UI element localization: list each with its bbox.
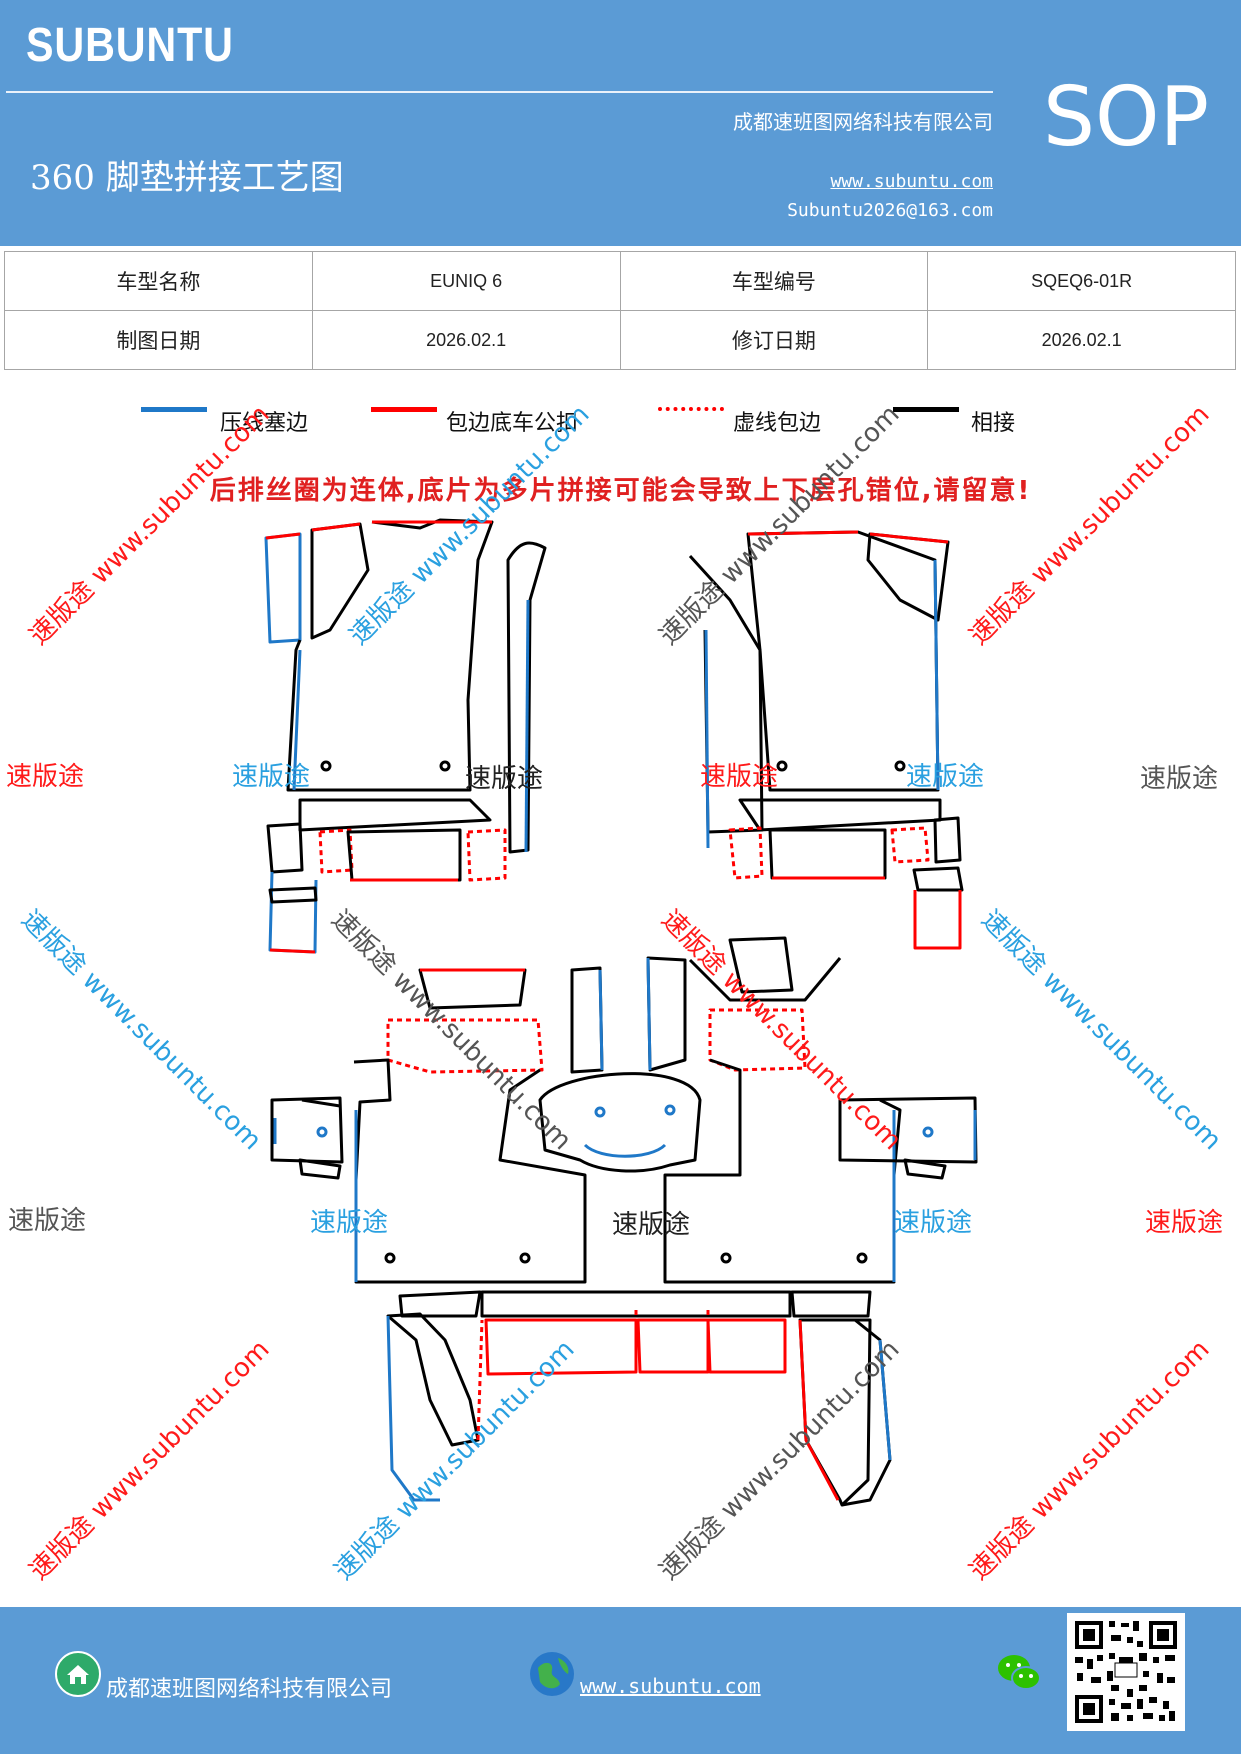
front-left-mat	[264, 518, 547, 954]
footer-company: 成都速班图网络科技有限公司	[106, 1677, 393, 1702]
warning-text: 后排丝圈为连体,底片为多片拼接可能会导致上下层孔错位,请留意!	[209, 476, 1032, 506]
website-link[interactable]: www.subuntu.com	[830, 171, 993, 192]
info-table: 车型名称 EUNIQ 6 车型编号 SQEQ6-01R 制图日期 2026.02…	[4, 251, 1236, 370]
footer-website-link[interactable]: www.subuntu.com	[580, 1674, 761, 1698]
watermark: 速版途	[1145, 1208, 1224, 1238]
watermark: 速版途	[700, 762, 779, 792]
legend-label: 相接	[971, 411, 1016, 436]
revise-date-value: 2026.02.1	[927, 310, 1236, 370]
legend: 压线塞边 包边底车公扣 虚线包边 相接	[0, 397, 1241, 437]
company-name: 成都速班图网络科技有限公司	[733, 110, 993, 134]
legend-swatch-dotted	[658, 407, 724, 411]
model-code-value: SQEQ6-01R	[927, 251, 1236, 311]
watermark: 速版途	[6, 762, 85, 792]
watermark: 速版途	[612, 1210, 691, 1240]
watermark: 速版途	[465, 764, 544, 794]
legend-label: 压线塞边	[220, 411, 309, 436]
table-row: 车型名称 EUNIQ 6 车型编号 SQEQ6-01R	[4, 251, 1236, 311]
model-name-label: 车型名称	[4, 251, 313, 311]
draw-date-label: 制图日期	[4, 310, 313, 370]
sop-badge: SOP	[1043, 70, 1210, 165]
qr-code	[1067, 1613, 1185, 1731]
page-title: 360 脚垫拼接工艺图	[30, 158, 344, 198]
brand-logo: SUBUNTU	[26, 19, 234, 72]
revise-date-label: 修订日期	[619, 310, 929, 370]
legend-label: 包边底车公扣	[446, 411, 579, 436]
email-address: Subuntu2026@163.com	[787, 200, 993, 221]
globe-icon	[530, 1652, 574, 1696]
house-icon	[55, 1651, 101, 1697]
qr-code-pattern	[1075, 1621, 1177, 1723]
watermark: 速版途	[232, 762, 311, 792]
watermark: 速版途	[310, 1208, 389, 1238]
model-name-value: EUNIQ 6	[311, 251, 621, 311]
watermark: 速版途	[1140, 764, 1219, 794]
legend-swatch-red	[371, 407, 437, 412]
model-code-label: 车型编号	[619, 251, 929, 311]
rear-mat	[270, 936, 978, 1284]
table-row: 制图日期 2026.02.1 修订日期 2026.02.1	[4, 310, 1236, 370]
watermark: 速版途	[8, 1206, 87, 1236]
header-divider	[6, 91, 993, 93]
legend-label: 虚线包边	[733, 411, 822, 436]
watermark: 速版途	[894, 1208, 973, 1238]
draw-date-value: 2026.02.1	[311, 310, 621, 370]
legend-swatch-blue	[141, 407, 207, 412]
legend-swatch-black	[893, 407, 959, 412]
header-band: SUBUNTU 成都速班图网络科技有限公司 360 脚垫拼接工艺图 www.su…	[0, 0, 1241, 246]
front-right-mat	[688, 530, 964, 950]
trunk-mat	[386, 1290, 892, 1507]
wechat-icon	[998, 1655, 1041, 1690]
watermark: 速版途	[906, 762, 985, 792]
